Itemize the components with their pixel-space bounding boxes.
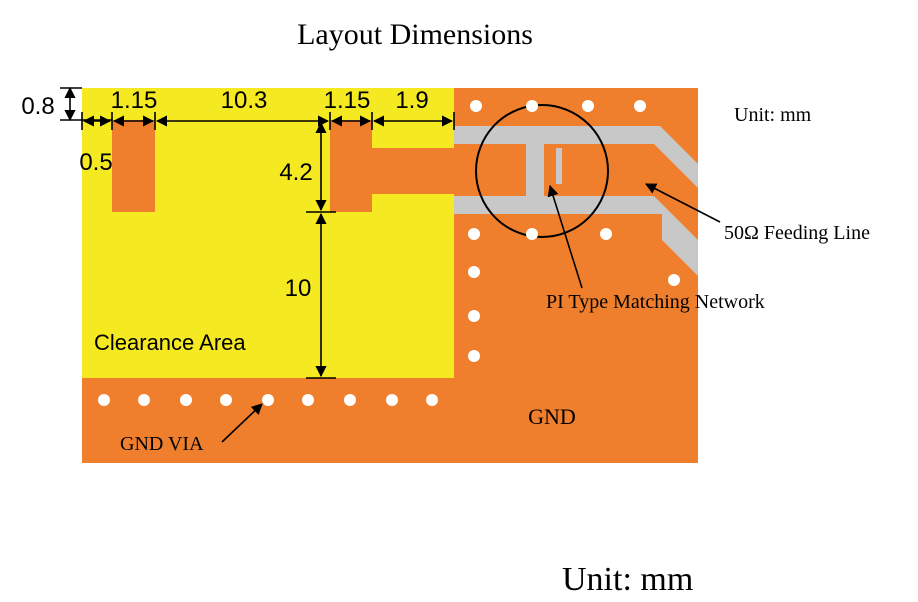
gnd-via-group <box>98 100 680 406</box>
antenna-arm <box>372 148 458 194</box>
feeding-line-label: 50Ω Feeding Line <box>724 222 870 244</box>
unit-note-small: Unit: mm <box>734 104 812 126</box>
dim-label-4-2: 4.2 <box>279 159 312 186</box>
dim-label-0-5: 0.5 <box>79 149 112 176</box>
antenna-stub-right <box>330 120 372 212</box>
dim-label-1-15-right: 1.15 <box>324 87 371 114</box>
dim-label-1-9: 1.9 <box>395 87 428 114</box>
diagram-title: Layout Dimensions <box>297 18 533 51</box>
dim-label-10-3: 10.3 <box>221 87 268 114</box>
dim-label-10: 10 <box>285 275 312 302</box>
matching-network-circle <box>475 104 609 238</box>
clearance-area-label: Clearance Area <box>94 330 246 355</box>
antenna-stub-left <box>112 120 155 212</box>
dim-label-0-8: 0.8 <box>21 93 54 120</box>
dim-label-1-15-left: 1.15 <box>111 87 158 114</box>
gnd-via-label: GND VIA <box>120 433 204 455</box>
gnd-label: GND <box>528 404 576 429</box>
dimension-lines <box>60 86 455 379</box>
unit-note-large: Unit: mm <box>562 561 693 598</box>
leader-arrows <box>221 183 721 443</box>
feed-line-gap <box>454 126 698 276</box>
matching-network-label: PI Type Matching Network <box>546 291 765 313</box>
